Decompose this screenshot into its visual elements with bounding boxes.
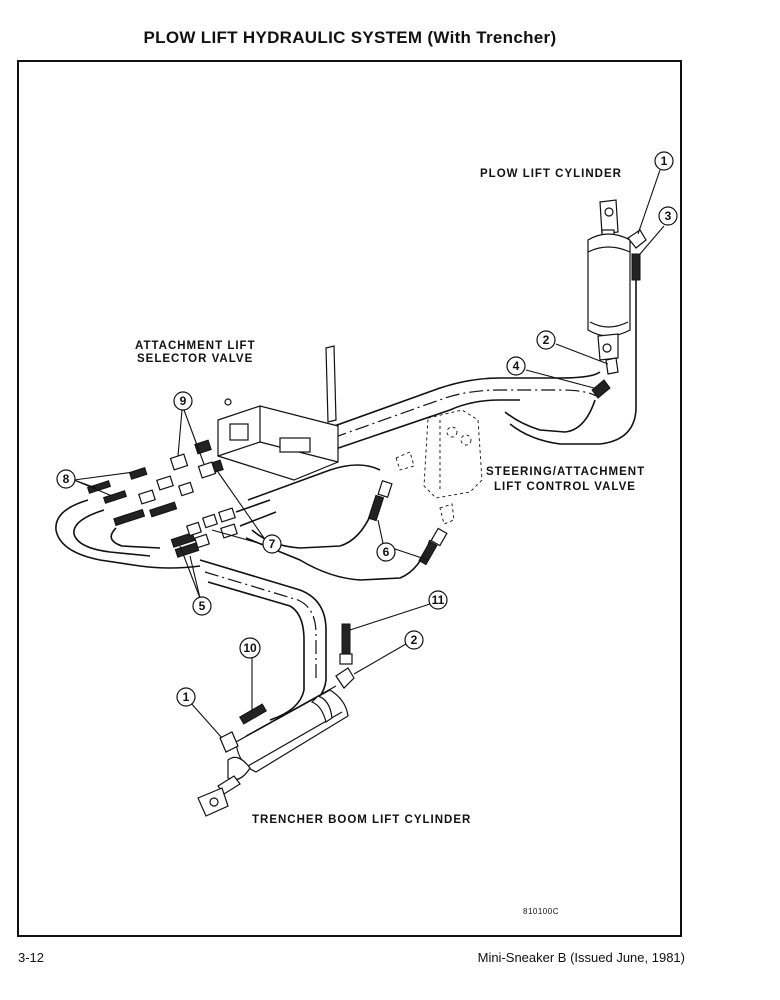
svg-text:4: 4 [513, 359, 520, 373]
svg-text:7: 7 [269, 537, 276, 551]
svg-text:8: 8 [63, 472, 70, 486]
callout-4: 4 [506, 356, 526, 376]
svg-text:5: 5 [199, 599, 206, 613]
callout-1-top: 1 [654, 151, 674, 171]
callout-10: 10 [239, 637, 261, 659]
svg-text:2: 2 [543, 333, 550, 347]
callout-3: 3 [658, 206, 678, 226]
attachment-lift-selector-valve [194, 345, 339, 481]
callout-2-bottom: 2 [404, 630, 424, 650]
publication-info: Mini-Sneaker B (Issued June, 1981) [477, 950, 685, 965]
trencher-boom-lift-cylinder [197, 623, 355, 817]
svg-text:10: 10 [243, 641, 257, 655]
callout-5: 5 [192, 596, 212, 616]
page-title: PLOW LIFT HYDRAULIC SYSTEM (With Trenche… [143, 28, 557, 47]
callout-11: 11 [428, 590, 448, 610]
callout-8: 8 [56, 469, 76, 489]
steering-control-valve [395, 409, 483, 525]
callout-1-bottom: 1 [176, 687, 196, 707]
diagram-frame [17, 60, 682, 937]
label-attachment-valve-line2: SELECTOR VALVE [137, 353, 253, 365]
svg-text:9: 9 [180, 394, 187, 408]
svg-text:11: 11 [432, 593, 445, 607]
label-plow-lift-cylinder: PLOW LIFT CYLINDER [480, 168, 622, 180]
svg-text:1: 1 [661, 154, 668, 168]
trencher-hoses [55, 464, 431, 721]
plow-lift-cylinder [587, 199, 647, 399]
page-number: 3-12 [18, 950, 45, 965]
callout-2-top: 2 [536, 330, 556, 350]
plow-hoses [261, 366, 637, 473]
drawing-number: 810100C [523, 907, 559, 916]
svg-text:6: 6 [383, 545, 390, 559]
label-trencher-cylinder: TRENCHER BOOM LIFT CYLINDER [252, 814, 471, 826]
svg-text:1: 1 [183, 690, 190, 704]
svg-text:3: 3 [665, 209, 672, 223]
callout-9: 9 [173, 391, 193, 411]
label-steering-valve-line1: STEERING/ATTACHMENT [486, 466, 645, 478]
callout-7: 7 [262, 534, 282, 554]
label-attachment-valve-line1: ATTACHMENT LIFT [135, 340, 256, 352]
svg-text:2: 2 [411, 633, 418, 647]
manifold-fittings [86, 453, 277, 558]
leader-lines [73, 169, 665, 739]
callout-6: 6 [376, 542, 396, 562]
label-steering-valve-line2: LIFT CONTROL VALVE [494, 481, 636, 493]
